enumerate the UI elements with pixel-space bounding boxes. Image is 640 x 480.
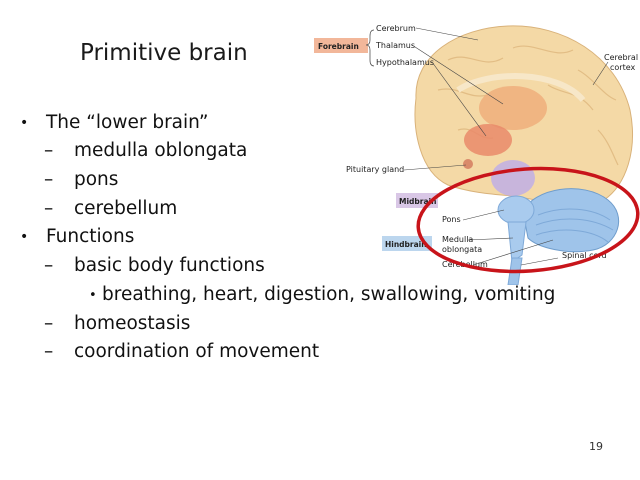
slide-title: Primitive brain [80,40,248,66]
bullet-text: pons [74,169,119,190]
bullet-text: medulla oblongata [74,140,248,161]
corpus-callosum-shape [456,73,586,103]
cerebrum-folds [437,45,619,166]
hindbrain-tag: Hindbrain [385,240,427,249]
medulla-label-1: Medulla [442,235,473,244]
midbrain-tag: Midbrain [399,197,436,206]
bullet-item: – cerebellum [44,198,178,219]
bullet-marker: – [44,198,54,219]
pituitary-gland-label: Pituitary gland [346,165,404,174]
bullet-marker: • [20,115,29,131]
hypothalamus-shape [464,124,512,156]
forebrain-tag-bg [314,38,368,53]
bullet-text: Functions [46,226,135,247]
cerebral-cortex-label-2: cortex [610,63,636,72]
forebrain-bracket [365,29,375,67]
bullet-item: – homeostasis [44,313,191,334]
page-number: 19 [589,440,603,453]
bullet-text: The “lower brain” [46,112,209,133]
cerebellum-shape [522,188,620,253]
thalamus-shape [479,86,547,130]
bullet-text: breathing, heart, digestion, swallowing,… [102,284,556,305]
bullet-text: coordination of movement [74,341,320,362]
bullet-marker: • [89,288,97,303]
bullet-marker: – [44,169,54,190]
cerebellum-folds [535,208,614,243]
bullet-item: • breathing, heart, digestion, swallowin… [89,284,556,305]
bullet-marker: – [44,255,54,276]
bullet-text: cerebellum [74,198,178,219]
bullet-item: • The “lower brain” [20,112,209,133]
bullet-item: – medulla oblongata [44,140,248,161]
bullet-text: homeostasis [74,313,191,334]
midbrain-shape [491,160,535,196]
bullet-item: – basic body functions [44,255,265,276]
pituitary-shape [463,159,473,169]
hindbrain-tag-bg [382,236,432,251]
highlight-ellipse [416,166,640,274]
hypothalamus-label: Hypothalamus [376,58,434,67]
brain-diagram: Forebrain Midbrain Hindbrain Cerebrum Th… [314,24,640,285]
bullet-marker: • [20,229,29,245]
medulla-label-2: oblongata [442,245,482,254]
forebrain-tag: Forebrain [318,42,359,51]
thalamus-label: Thalamus [375,41,415,50]
spinal-cord-label: Spinal cord [562,251,607,260]
bullet-marker: – [44,140,54,161]
bullet-item: • Functions [20,226,135,247]
bullet-item: – pons [44,169,119,190]
bullet-item: – coordination of movement [44,341,320,362]
bullet-text: basic body functions [74,255,265,276]
cerebral-cortex-label-1: Cerebral [604,53,638,62]
pons-label: Pons [442,215,461,224]
bullet-marker: – [44,341,54,362]
cerebrum-label: Cerebrum [376,24,416,33]
leader-lines [403,27,609,266]
bullet-marker: – [44,313,54,334]
medulla-shape [507,221,527,263]
